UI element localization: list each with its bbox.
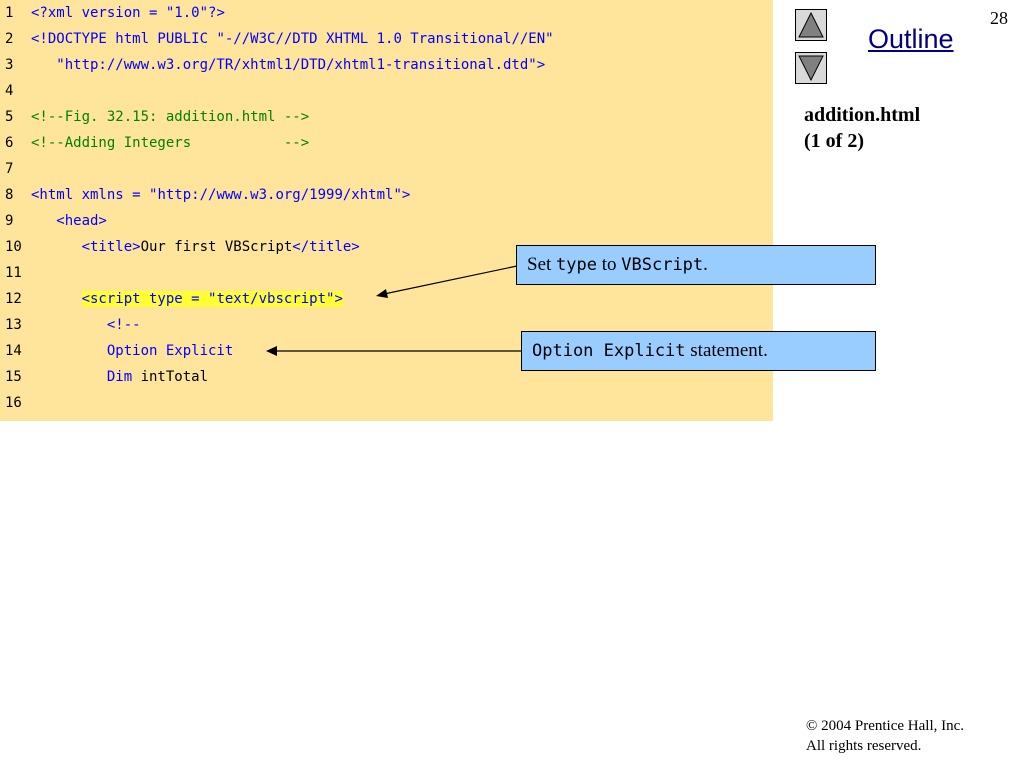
code-text: "http://www.w3.org/TR/xhtml1/DTD/xhtml1-…	[31, 52, 545, 78]
down-triangle-icon	[798, 55, 824, 82]
line-number: 6	[5, 135, 14, 151]
code-token: Option Explicit	[31, 343, 234, 359]
next-slide-button[interactable]	[795, 52, 827, 84]
code-token: Dim	[31, 369, 141, 385]
code-line: 7	[0, 156, 773, 182]
line-number: 3	[5, 57, 14, 73]
option-arrowhead-icon	[266, 346, 277, 356]
type-callout: Set type to VBScript.	[516, 245, 876, 285]
type-callout-code-vbscript: VBScript	[621, 255, 704, 275]
code-token: <!--	[31, 317, 141, 333]
code-line: 15 Dim intTotal	[0, 364, 773, 390]
type-arrowhead-icon	[376, 289, 388, 298]
code-token: <!--Adding Integers -->	[31, 135, 310, 151]
slide-number: 28	[990, 8, 1008, 28]
outline-link[interactable]: Outline	[868, 24, 954, 54]
file-part: (1 of 2)	[804, 130, 864, 152]
line-number: 1	[5, 5, 14, 21]
code-line: 6 <!--Adding Integers -->	[0, 130, 773, 156]
code-line: 4	[0, 78, 773, 104]
code-line: 11	[0, 260, 773, 286]
code-line: 14 Option Explicit	[0, 338, 773, 364]
code-text: <html xmlns = "http://www.w3.org/1999/xh…	[31, 182, 410, 208]
code-text: <!DOCTYPE html PUBLIC "-//W3C//DTD XHTML…	[31, 26, 554, 52]
code-line: 1 <?xml version = "1.0"?>	[0, 0, 773, 26]
code-text: Dim intTotal	[31, 364, 208, 390]
code-line: 12 <script type = "text/vbscript">	[0, 286, 773, 312]
line-number: 16	[5, 395, 22, 411]
code-text: <!--Fig. 32.15: addition.html -->	[31, 104, 309, 130]
line-number: 10	[5, 239, 22, 255]
code-token: intTotal	[140, 369, 209, 385]
code-text: <title>Our first VBScript</title>	[31, 234, 360, 260]
code-token: ?>	[208, 5, 225, 21]
line-number: 8	[5, 187, 14, 203]
line-number: 2	[5, 31, 14, 47]
code-text: <head>	[31, 208, 107, 234]
code-token: <title>	[31, 239, 141, 255]
code-text: <?xml version = "1.0"?>	[31, 0, 225, 26]
line-number: 7	[5, 161, 14, 177]
file-title: addition.html (1 of 2)	[804, 102, 920, 154]
code-text: <!--Adding Integers -->	[31, 130, 309, 156]
option-callout-post: statement.	[685, 340, 768, 361]
code-line: 16	[0, 390, 773, 416]
type-callout-arrow	[383, 265, 518, 295]
code-token: <script type = "text/vbscript">	[81, 291, 343, 307]
code-text: <!--	[31, 312, 141, 338]
up-triangle-icon	[798, 11, 824, 38]
previous-slide-button[interactable]	[795, 9, 827, 41]
type-callout-pre: Set	[527, 254, 557, 275]
code-line: 8 <html xmlns = "http://www.w3.org/1999/x…	[0, 182, 773, 208]
type-callout-code-type: type	[556, 255, 597, 275]
file-name: addition.html	[804, 104, 921, 126]
option-callout-code: Option Explicit	[532, 341, 686, 361]
line-number: 13	[5, 317, 22, 333]
option-explicit-callout: Option Explicit statement.	[521, 331, 876, 371]
code-token: >	[536, 57, 546, 73]
code-line: 9 <head>	[0, 208, 773, 234]
code-token: "http://www.w3.org/TR/xhtml1/DTD/xhtml1-…	[31, 57, 537, 73]
code-line: 2 <!DOCTYPE html PUBLIC "-//W3C//DTD XHTM…	[0, 26, 773, 52]
code-token: <!--Fig. 32.15: addition.html -->	[31, 109, 310, 125]
code-line: 5 <!--Fig. 32.15: addition.html -->	[0, 104, 773, 130]
code-token: "-//W3C//DTD XHTML 1.0 Transitional//EN"	[216, 31, 554, 47]
code-line: 3 "http://www.w3.org/TR/xhtml1/DTD/xhtml…	[0, 52, 773, 78]
code-token: <!DOCTYPE html PUBLIC	[31, 31, 217, 47]
code-line: 13 <!--	[0, 312, 773, 338]
code-line: 10 <title>Our first VBScript</title>	[0, 234, 773, 260]
line-number: 5	[5, 109, 14, 125]
line-number: 15	[5, 369, 22, 385]
copyright-line-2: All rights reserved.	[806, 738, 922, 754]
code-token: "1.0"	[165, 5, 209, 21]
line-number: 9	[5, 213, 14, 229]
copyright-line-1: © 2004 Prentice Hall, Inc.	[806, 718, 965, 734]
code-text: Option Explicit	[31, 338, 233, 364]
code-token: <head>	[31, 213, 107, 229]
line-number: 11	[5, 265, 22, 281]
code-token: <?xml version =	[31, 5, 166, 21]
line-number: 4	[5, 83, 14, 99]
code-token: "http://www.w3.org/1999/xhtml"	[149, 187, 402, 203]
line-number: 14	[5, 343, 22, 359]
code-token: <html xmlns =	[31, 187, 150, 203]
type-callout-post: .	[703, 254, 708, 275]
code-token: </title>	[292, 239, 360, 255]
line-number: 12	[5, 291, 22, 307]
code-token: >	[401, 187, 411, 203]
type-callout-mid: to	[596, 254, 622, 275]
copyright-notice: © 2004 Prentice Hall, Inc. All rights re…	[806, 716, 964, 756]
code-text: <script type = "text/vbscript">	[31, 286, 343, 312]
code-token: Our first VBScript	[140, 239, 293, 255]
